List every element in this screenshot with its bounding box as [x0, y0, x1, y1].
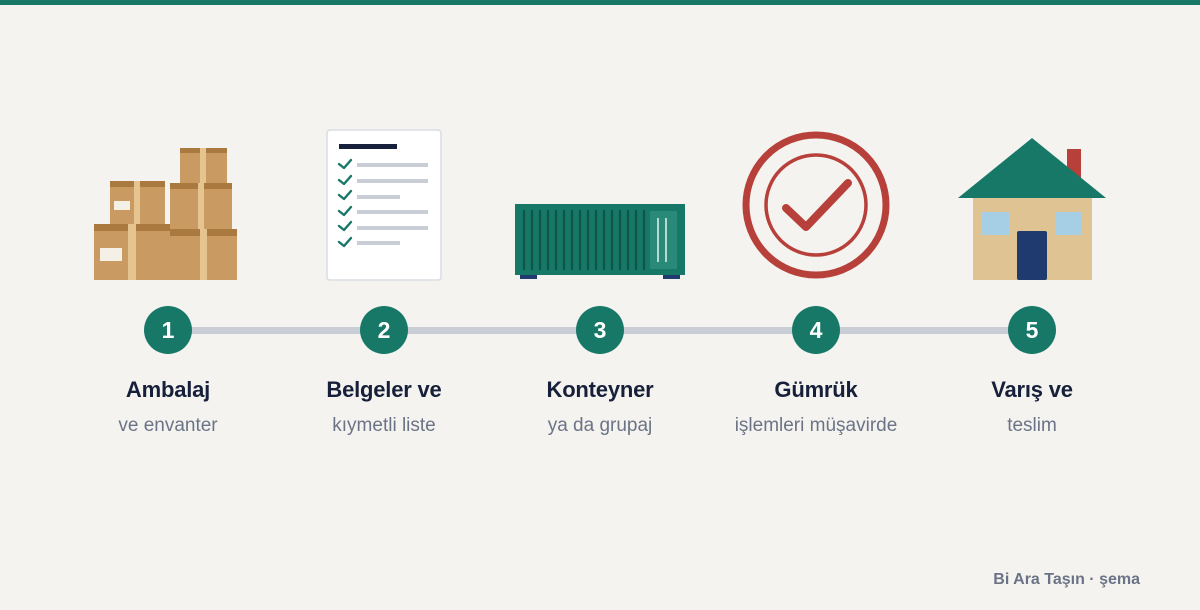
step-number-badge: 1 [144, 306, 192, 354]
step-number-badge: 5 [1008, 306, 1056, 354]
step-title: Varış ve [991, 377, 1073, 402]
step-subtitle: kıymetli liste [332, 415, 436, 436]
check-seal-icon [742, 131, 890, 279]
step-title: Gümrük [774, 377, 858, 402]
step-title: Konteyner [546, 377, 654, 402]
step-title: Ambalaj [125, 377, 211, 402]
step-number-badge: 4 [792, 306, 840, 354]
step-title: Belgeler ve [326, 377, 442, 402]
step-3: 3 Konteyner ya da grupaj [480, 0, 720, 610]
boxes-icon [94, 148, 237, 280]
top-accent-bar [0, 0, 1200, 5]
step-1: 1 Ambalaj ve envanter [48, 0, 288, 610]
step-subtitle: ve envanter [118, 415, 218, 436]
step-subtitle: işlemleri müşavirde [734, 415, 898, 436]
checklist-icon [326, 129, 442, 281]
credit-text: Bi Ara Taşın · şema [993, 571, 1140, 588]
house-icon [958, 138, 1106, 280]
step-5: 5 Varış ve teslim [912, 0, 1152, 610]
container-icon [515, 204, 685, 279]
step-number-badge: 3 [576, 306, 624, 354]
step-2: 2 Belgeler ve kıymetli liste [264, 0, 504, 610]
step-subtitle: ya da grupaj [547, 415, 653, 436]
step-subtitle: teslim [1007, 415, 1057, 436]
step-4: 4 Gümrük işlemleri müşavirde [696, 0, 936, 610]
step-number-badge: 2 [360, 306, 408, 354]
step-illustrations [94, 129, 1106, 281]
